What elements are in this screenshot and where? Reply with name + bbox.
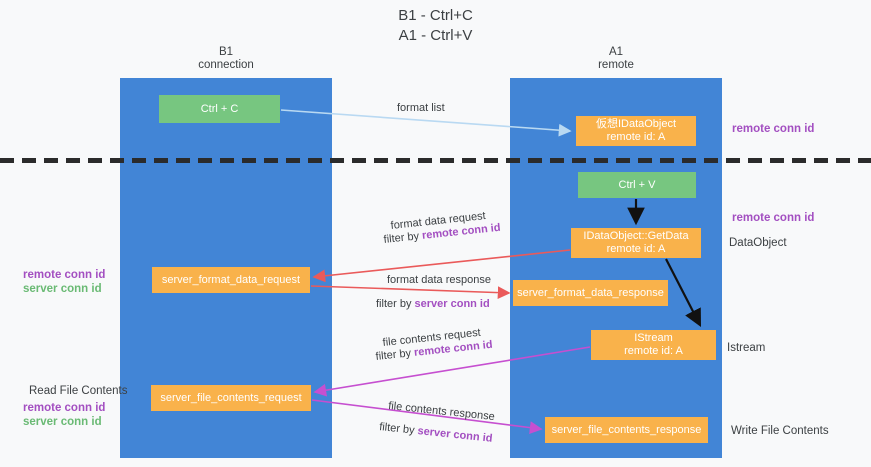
legend-remote-conn-id: remote conn id	[23, 269, 106, 281]
legend-conn-ids-top: remote conn id server conn id	[23, 268, 105, 296]
caption-file-contents-response: file contents response	[387, 399, 496, 424]
caption-format-data-response: format data response	[387, 274, 491, 286]
filter-prefix: filter by	[375, 346, 415, 363]
filter-prefix: filter by	[383, 229, 423, 246]
label-remote-conn-id-top: remote conn id	[732, 123, 815, 135]
label-read-file-contents: Read File Contents	[29, 385, 128, 397]
node-server-file-contents-request[interactable]: server_file_contents_request	[151, 385, 311, 411]
legend-conn-ids-bottom: remote conn id server conn id	[23, 401, 105, 429]
caption-file-contents-response-filter: filter by server conn id	[379, 420, 494, 446]
caption-format-list: format list	[397, 102, 445, 114]
node-server-format-data-response[interactable]: server_format_data_response	[513, 280, 668, 306]
label-write-file-contents: Write File Contents	[731, 425, 829, 437]
caption-format-data-response-filter: filter by server conn id	[376, 297, 490, 311]
label-remote-conn-id-mid: remote conn id	[732, 212, 815, 224]
node-ctrl-c[interactable]: Ctrl + C	[159, 95, 280, 123]
legend-remote-conn-id: remote conn id	[23, 402, 106, 414]
node-server-format-data-request[interactable]: server_format_data_request	[152, 267, 310, 293]
diagram-title: B1 - Ctrl+C A1 - Ctrl+V	[398, 7, 473, 44]
node-virtual-idataobject[interactable]: 仮想IDataObject remote id: A	[576, 116, 696, 146]
edge-format-data-response	[310, 285, 511, 300]
node-idataobject-getdata[interactable]: IDataObject::GetData remote id: A	[571, 228, 701, 258]
column-header-a1: A1 remote	[598, 46, 634, 71]
filter-prefix: filter by	[378, 420, 419, 437]
node-ctrl-v[interactable]: Ctrl + V	[578, 172, 696, 198]
label-istream: Istream	[727, 342, 766, 354]
filter-key-server-conn-id: server conn id	[416, 425, 493, 445]
filter-key-server-conn-id: server conn id	[414, 298, 490, 310]
legend-server-conn-id: server conn id	[23, 283, 102, 295]
node-server-file-contents-response[interactable]: server_file_contents_response	[545, 417, 708, 443]
label-dataobject: DataObject	[729, 237, 787, 249]
node-istream[interactable]: IStream remote id: A	[591, 330, 716, 360]
legend-server-conn-id: server conn id	[23, 416, 102, 428]
phase-divider	[0, 158, 871, 163]
filter-prefix: filter by	[376, 298, 415, 310]
column-header-b1: B1 connection	[198, 46, 254, 71]
